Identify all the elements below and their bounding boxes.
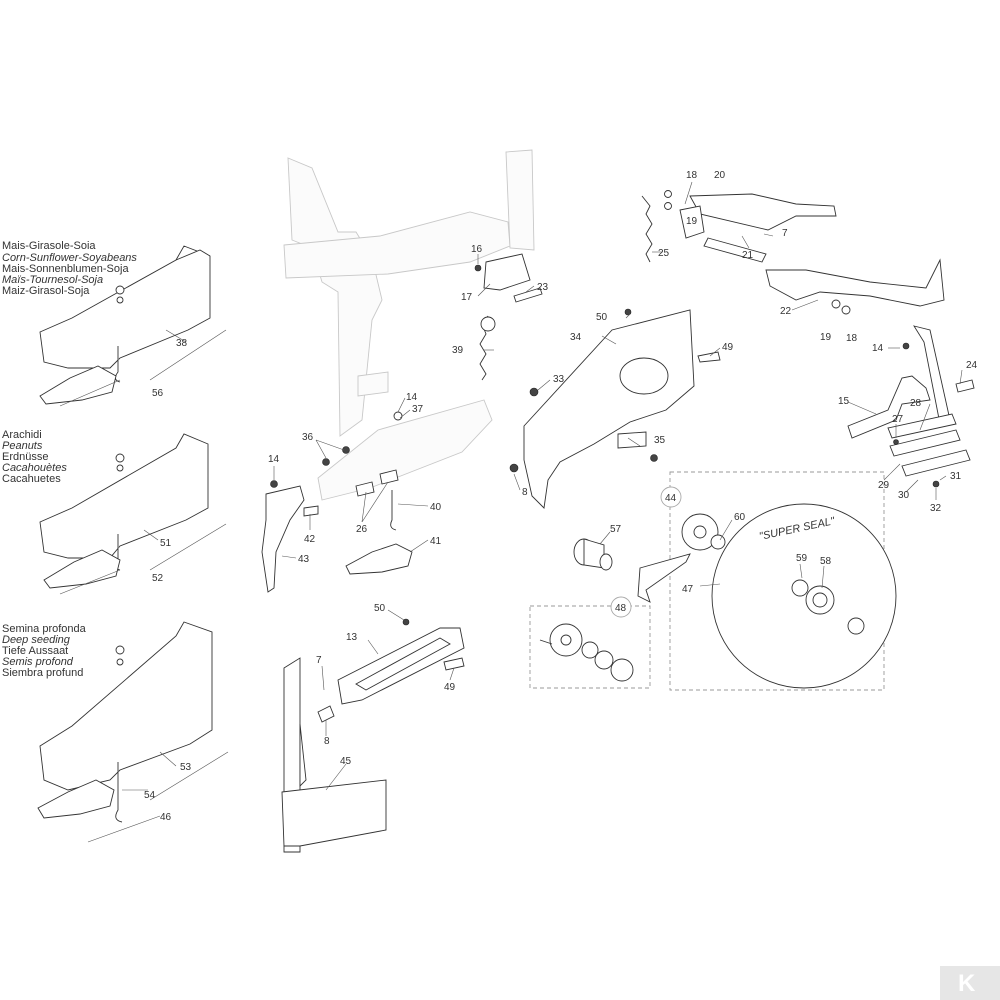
part-34: 34	[570, 332, 582, 343]
variant-labels-deep: Semina profonda Deep seeding Tiefe Aussa…	[2, 623, 87, 679]
part-17: 17	[461, 292, 473, 303]
label-corn-fr: Maïs-Tournesol-Soja	[2, 274, 103, 286]
part-36: 36	[302, 432, 314, 443]
part-18b: 18	[846, 333, 858, 344]
part-7: 7	[782, 228, 788, 239]
part-25: 25	[658, 248, 670, 259]
part-number-circles	[610, 486, 682, 618]
shoe-assembly-45	[281, 657, 387, 853]
part-26: 26	[356, 524, 368, 535]
part-16: 16	[471, 244, 483, 255]
part-19b: 19	[820, 332, 832, 343]
disc-assembly-44: "SUPER SEAL"	[669, 471, 897, 691]
label-peanuts-es: Cacahuetes	[2, 473, 61, 485]
label-deep-fr: Semis profond	[2, 656, 74, 668]
part-14b: 14	[406, 392, 418, 403]
bearing-assembly-48	[529, 553, 691, 689]
part-27: 27	[892, 414, 904, 425]
part-8b: 8	[324, 736, 330, 747]
logo-letter: K	[958, 970, 976, 997]
part-50b: 50	[374, 603, 386, 614]
part-59: 59	[796, 553, 808, 564]
circle-44	[660, 486, 682, 508]
part-number-labels: 18 20 19 7 21 25 16 17 23 22 19 18 50 34…	[144, 170, 978, 823]
part-57: 57	[610, 524, 622, 535]
brand-logo: K	[940, 966, 1000, 1000]
lever-assembly	[641, 190, 945, 315]
label-corn-it: Mais-Girasole-Soia	[2, 240, 96, 252]
circle-48	[610, 596, 632, 618]
scraper-assembly	[261, 411, 413, 593]
arm-assembly-34	[509, 308, 721, 509]
part-8: 8	[522, 487, 528, 498]
part-14: 14	[872, 343, 884, 354]
label-peanuts-de: Erdnüsse	[2, 451, 48, 463]
part-33: 33	[553, 374, 565, 385]
part-49b: 49	[444, 682, 456, 693]
part-50: 50	[596, 312, 608, 323]
part-56: 56	[152, 388, 164, 399]
part-52: 52	[152, 573, 164, 584]
bracket-assembly-15	[847, 325, 975, 488]
boot-assembly-peanuts	[39, 433, 227, 595]
tube-support-13	[317, 618, 465, 723]
part-19: 19	[686, 216, 698, 227]
part-46: 46	[160, 812, 172, 823]
part-41: 41	[430, 536, 442, 547]
part-37: 37	[412, 404, 424, 415]
part-31: 31	[950, 471, 962, 482]
label-deep-es: Siembra profund	[2, 667, 83, 679]
part-29: 29	[878, 480, 890, 491]
leader-lines	[122, 181, 963, 791]
variant-labels-peanuts: Arachidi Peanuts Erdnüsse Cacahouètes Ca…	[2, 429, 67, 485]
part-51: 51	[160, 538, 172, 549]
part-13: 13	[346, 632, 358, 643]
label-deep-it: Semina profonda	[2, 623, 87, 635]
part-14c: 14	[268, 454, 280, 465]
label-deep-de: Tiefe Aussaat	[2, 645, 68, 657]
part-45: 45	[340, 756, 352, 767]
part-42: 42	[304, 534, 316, 545]
part-38: 38	[176, 338, 188, 349]
part-32: 32	[930, 503, 942, 514]
part-18: 18	[686, 170, 698, 181]
part-47: 47	[682, 584, 694, 595]
part-58: 58	[820, 556, 832, 567]
part-22: 22	[780, 306, 792, 317]
part-39: 39	[452, 345, 464, 356]
part-28: 28	[910, 398, 922, 409]
part-21: 21	[742, 250, 754, 261]
part-23: 23	[537, 282, 549, 293]
part-49: 49	[722, 342, 734, 353]
part-30: 30	[898, 490, 910, 501]
variant-labels-corn: Mais-Girasole-Soia Corn-Sunflower-Soyabe…	[2, 240, 137, 297]
part-7b: 7	[316, 655, 322, 666]
part-53: 53	[180, 762, 192, 773]
label-peanuts-it: Arachidi	[2, 429, 42, 441]
label-peanuts-fr: Cacahouètes	[2, 462, 67, 474]
part-48: 48	[615, 603, 627, 614]
part-44: 44	[665, 493, 677, 504]
boot-assembly-corn	[39, 245, 227, 407]
bracket-assembly-16	[474, 253, 543, 381]
part-40: 40	[430, 502, 442, 513]
part-24: 24	[966, 360, 978, 371]
part-43: 43	[298, 554, 310, 565]
part-35: 35	[654, 435, 666, 446]
part-20b: 20	[714, 170, 726, 181]
part-60: 60	[734, 512, 746, 523]
hub-57	[573, 538, 613, 571]
label-corn-de: Mais-Sonnenblumen-Soja	[2, 263, 129, 275]
part-15: 15	[838, 396, 850, 407]
ghost-frame	[283, 149, 535, 501]
label-peanuts-en: Peanuts	[2, 440, 43, 452]
label-corn-es: Maiz-Girasol-Soja	[2, 285, 90, 297]
label-corn-en: Corn-Sunflower-Soyabeans	[2, 252, 137, 264]
label-deep-en: Deep seeding	[2, 634, 71, 646]
part-54: 54	[144, 790, 156, 801]
boot-assembly-deep	[37, 621, 229, 843]
